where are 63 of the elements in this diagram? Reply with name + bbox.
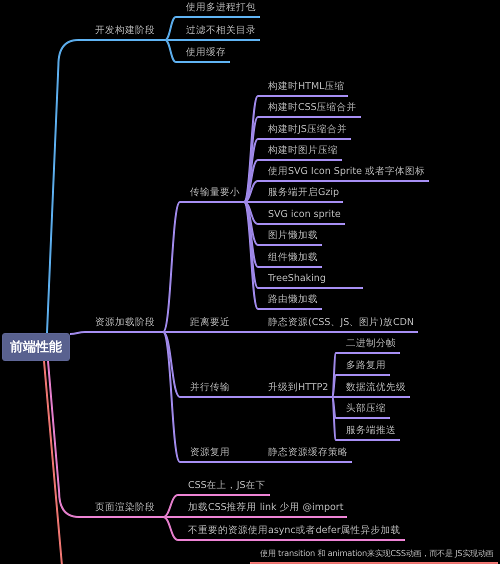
connector-line	[163, 331, 180, 333]
connector-line	[250, 331, 258, 333]
topic-label: 静态资源缓存策略	[258, 445, 352, 463]
connector-line	[331, 396, 337, 440]
connector-line	[243, 201, 259, 310]
connector-line	[164, 39, 176, 63]
topic-label: 使用SVG Icon Sprite 或者字体图标	[258, 164, 429, 182]
topic-label: 二进制分帧	[336, 336, 400, 354]
topic-label: 构建时JS压缩合并	[258, 122, 351, 140]
connector-line	[164, 16, 176, 41]
connector-line	[243, 138, 259, 203]
topic-label: 不重要的资源使用async或者defer属性异步加载	[178, 523, 405, 541]
topic-label: 升级到HTTP2	[258, 380, 332, 398]
topic-label: 页面渲染阶段	[85, 500, 163, 518]
connector-line	[243, 201, 259, 268]
connector-line	[47, 360, 85, 518]
topic-label: 使用 transition 和 animation来实现CSS动画，而不是 JS实现动画	[250, 546, 498, 564]
connector-line	[243, 201, 259, 289]
topic-label: 资源复用	[180, 445, 250, 463]
topic-label: 构建时HTML压缩	[258, 79, 348, 97]
topic-label: 传输量要小	[180, 185, 244, 203]
topic-label: 服务端开启Gzip	[258, 185, 344, 203]
topic-label: 组件懒加载	[258, 250, 322, 268]
topic-label: 构建时图片压缩	[258, 143, 342, 161]
topic-label: 使用缓存	[176, 45, 230, 63]
topic-label: 多路复用	[336, 358, 390, 376]
connector-line	[162, 494, 178, 518]
connector-line	[162, 201, 181, 333]
connector-line	[165, 39, 176, 41]
connector-line	[162, 331, 181, 463]
topic-label: 加载CSS推荐用 link 少用 @import	[178, 500, 348, 518]
connector-line	[163, 516, 178, 518]
connector-line	[70, 331, 86, 335]
root-topic-box: 前端性能	[2, 333, 70, 361]
topic-label: 并行传输	[180, 380, 250, 398]
topic-label: SVG icon sprite	[258, 207, 345, 225]
topic-label: 图片懒加载	[258, 228, 322, 246]
topic-label: CSS在上，JS在下	[178, 478, 270, 496]
connector-line	[243, 116, 259, 203]
connector-line	[43, 360, 66, 564]
connector-line	[244, 159, 258, 203]
topic-label: 头部压缩	[336, 401, 390, 419]
topic-label: 路由懒加载	[258, 292, 322, 310]
topic-label: 距离要近	[180, 315, 250, 333]
connector-line	[244, 201, 258, 246]
connector-line	[331, 374, 337, 398]
connector-line	[162, 516, 178, 541]
connector-line	[250, 396, 258, 398]
connector-line	[162, 331, 181, 398]
topic-label: 使用多进程打包	[176, 0, 260, 18]
topic-label: 开发构建阶段	[85, 23, 165, 41]
topic-label: 服务端推送	[336, 423, 400, 441]
connector-line	[332, 396, 336, 398]
topic-label: 静态资源(CSS、JS、图片)放CDN	[258, 315, 418, 333]
connector-line	[250, 461, 258, 463]
topic-label: 构建时CSS压缩合并	[258, 100, 361, 118]
connector-line	[46, 39, 85, 334]
topic-label: TreeShaking	[258, 271, 363, 289]
topic-label: 数据流优先级	[336, 380, 410, 398]
connector-line	[331, 396, 337, 419]
connector-line	[244, 201, 258, 203]
topic-label: 过滤不相关目录	[176, 23, 260, 41]
topic-label: 资源加载阶段	[85, 315, 163, 333]
